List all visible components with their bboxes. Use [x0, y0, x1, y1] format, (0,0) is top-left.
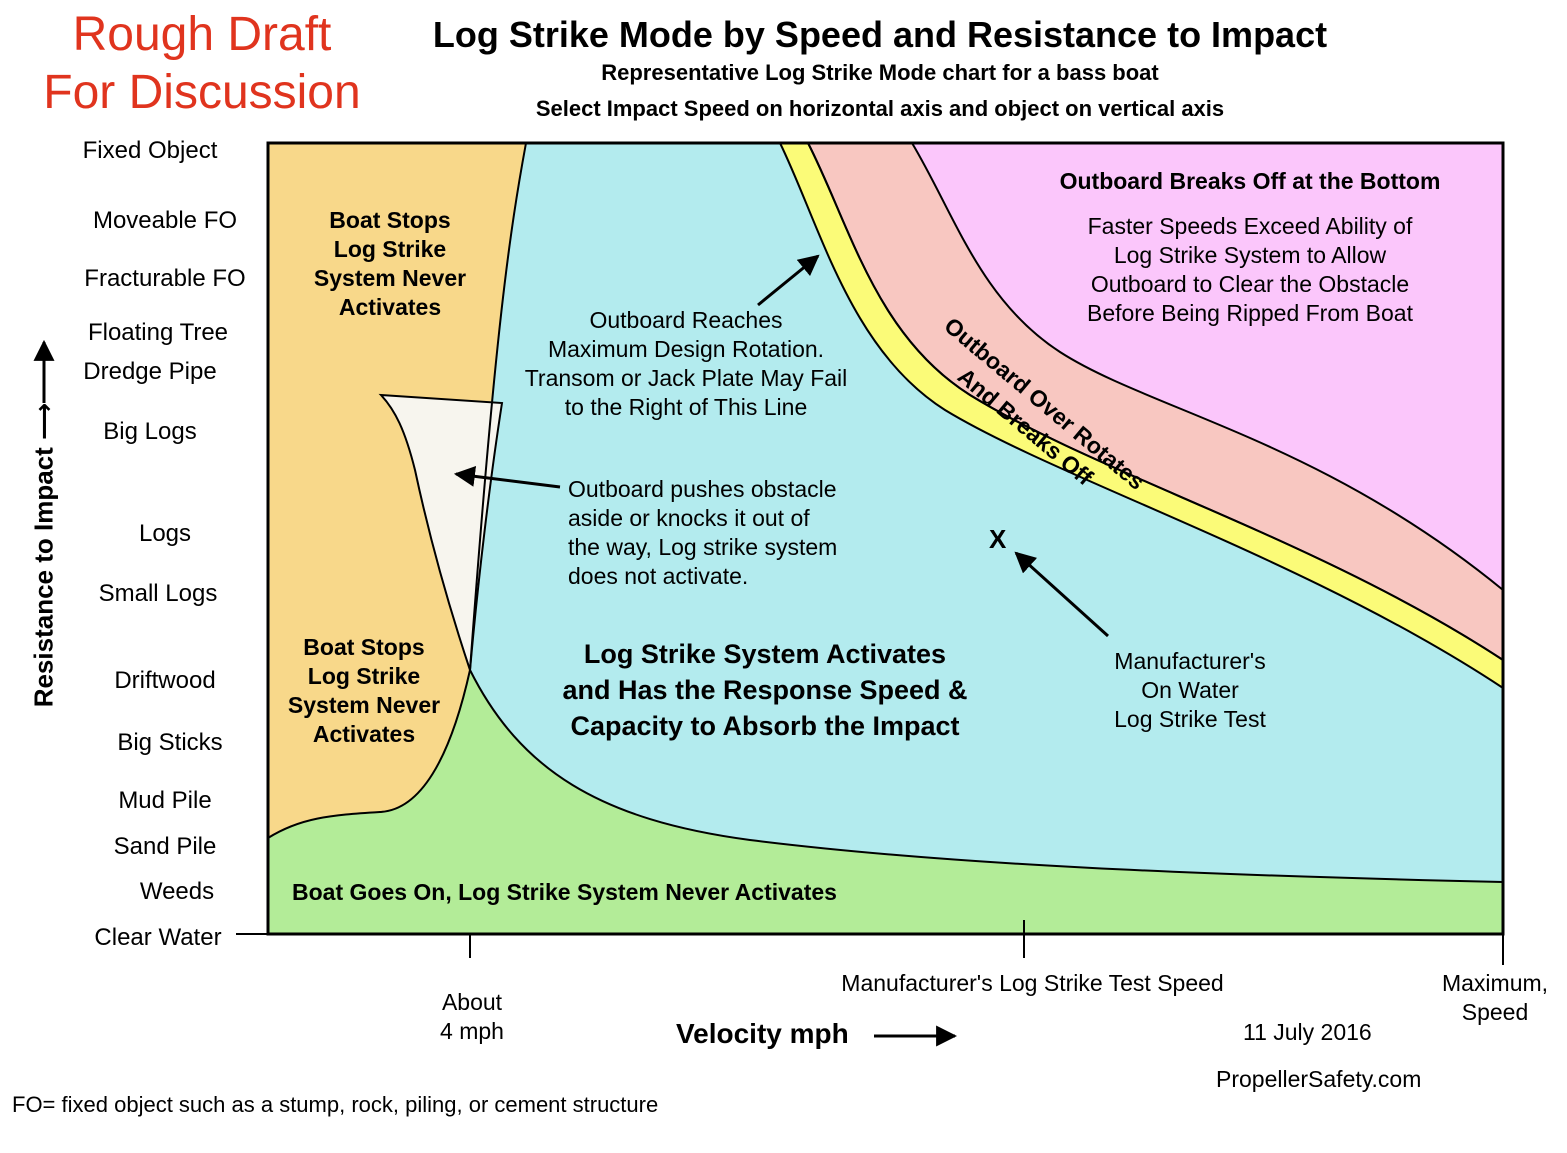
- x-axis-title: Velocity mph: [676, 1018, 849, 1049]
- footer-note: FO= fixed object such as a stump, rock, …: [12, 1092, 659, 1117]
- footer-date: 11 July 2016: [1243, 1019, 1372, 1045]
- boundary-over-rotates: [807, 142, 1504, 661]
- label-goes-on: Boat Goes On, Log Strike System Never Ac…: [292, 879, 837, 905]
- arrow-test: [1014, 551, 1110, 638]
- arrow-pushes: [453, 465, 561, 489]
- y-label-big-logs: Big Logs: [103, 418, 197, 445]
- y-label-moveable-fo: Moveable FO: [92, 207, 238, 234]
- y-label-fracturable-fo: Fracturable FO: [84, 265, 246, 292]
- y-label-mud-pile: Mud Pile: [118, 787, 212, 814]
- region-pushes-aside: [378, 393, 504, 671]
- chart-subtitle-1: Representative Log Strike Mode chart for…: [601, 60, 1159, 85]
- y-label-weeds: Weeds: [139, 878, 215, 905]
- boundary-goes-on: [469, 669, 1504, 883]
- arrow-max-rotation: [757, 254, 820, 307]
- boundary-boat-stops: [267, 142, 527, 839]
- y-label-driftwood: Driftwood: [114, 667, 216, 694]
- footer-site: PropellerSafety.com: [1216, 1066, 1422, 1092]
- draft-label-line2: For Discussion: [43, 66, 361, 119]
- label-breaks-off-title: Outboard Breaks Off at the Bottom: [1059, 168, 1441, 194]
- region-boat-stops: [268, 143, 526, 838]
- y-label-big-sticks: Big Sticks: [117, 729, 223, 756]
- x-tick-test-speed: Manufacturer's Log Strike Test Speed: [841, 970, 1224, 996]
- y-label-fixed-object: Fixed Object: [82, 137, 218, 164]
- y-label-floating-tree: Floating Tree: [87, 319, 229, 346]
- y-label-clear-water: Clear Water: [94, 924, 222, 951]
- test-marker-x: X: [989, 524, 1007, 554]
- plot-frame: [266, 141, 1505, 936]
- boundary-breaks-off: [911, 142, 1504, 591]
- y-label-logs: Logs: [138, 520, 192, 547]
- chart-title: Log Strike Mode by Speed and Resistance …: [432, 14, 1328, 55]
- y-label-dredge-pipe: Dredge Pipe: [83, 358, 217, 385]
- y-axis-title: Resistance to Impact ⟶: [28, 402, 59, 708]
- region-breaks-off: [912, 143, 1503, 590]
- y-label-sand-pile: Sand Pile: [113, 833, 217, 860]
- x-tick-max-speed: Maximum,Speed: [1441, 970, 1549, 1025]
- chart-subtitle-2: Select Impact Speed on horizontal axis a…: [535, 96, 1225, 121]
- region-goes-on: [268, 670, 1503, 934]
- y-label-small-logs: Small Logs: [98, 580, 218, 607]
- draft-label-line1: Rough Draft: [72, 8, 332, 61]
